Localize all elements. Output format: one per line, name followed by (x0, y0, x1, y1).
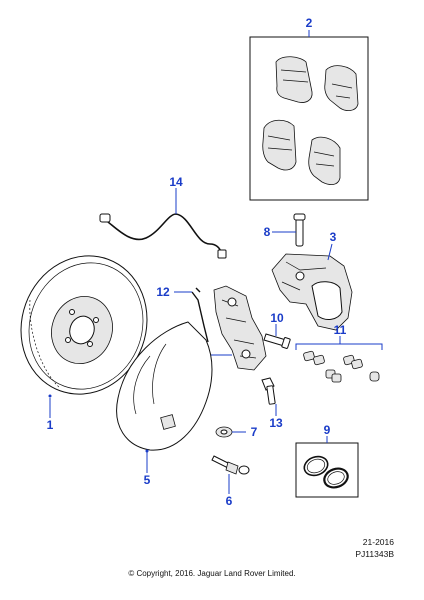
brake-pad-1 (275, 56, 313, 103)
brake-pads-box (249, 36, 369, 201)
seal-kit-group (295, 442, 359, 498)
callout-13: 13 (269, 416, 283, 430)
brake-disc (20, 255, 148, 395)
brake-caliper (271, 253, 353, 331)
callout-11: 11 (334, 323, 347, 337)
sensor-connector (99, 213, 111, 223)
brake-pads-group (249, 36, 369, 201)
callout-6: 6 (226, 494, 233, 508)
caliper-bolt-13 (261, 377, 276, 405)
splash-shield (116, 321, 213, 451)
bleed-screw (211, 455, 250, 475)
brake-pad-4 (308, 136, 341, 186)
callout-12: 12 (156, 285, 170, 299)
callout-7: 7 (251, 425, 258, 439)
caliper-carrier (213, 285, 267, 371)
callout-10: 10 (270, 311, 284, 325)
callout-1: 1 (47, 418, 54, 432)
sensor-tip (217, 249, 227, 259)
caliper-clip (191, 287, 209, 343)
reference-date: 21-2016 (362, 537, 394, 547)
wear-sensor-cable (99, 213, 227, 259)
guide-bush-kit (303, 350, 380, 383)
callout-9: 9 (324, 423, 331, 437)
callout-3: 3 (330, 230, 337, 244)
brake-pad-2 (324, 65, 359, 112)
reference-code: PJ11343B (355, 549, 394, 559)
callout-8: 8 (264, 225, 271, 239)
callout-14: 14 (169, 175, 183, 189)
guide-pin (293, 213, 306, 247)
brake-pad-3 (262, 119, 297, 171)
grommet (215, 426, 233, 438)
copyright-notice: © Copyright, 2016. Jaguar Land Rover Lim… (128, 569, 296, 578)
callout-5: 5 (144, 473, 151, 487)
caliper-bolt-10 (263, 333, 291, 349)
leader-11 (295, 343, 383, 350)
callout-2: 2 (306, 16, 313, 30)
leader-3 (327, 243, 333, 261)
